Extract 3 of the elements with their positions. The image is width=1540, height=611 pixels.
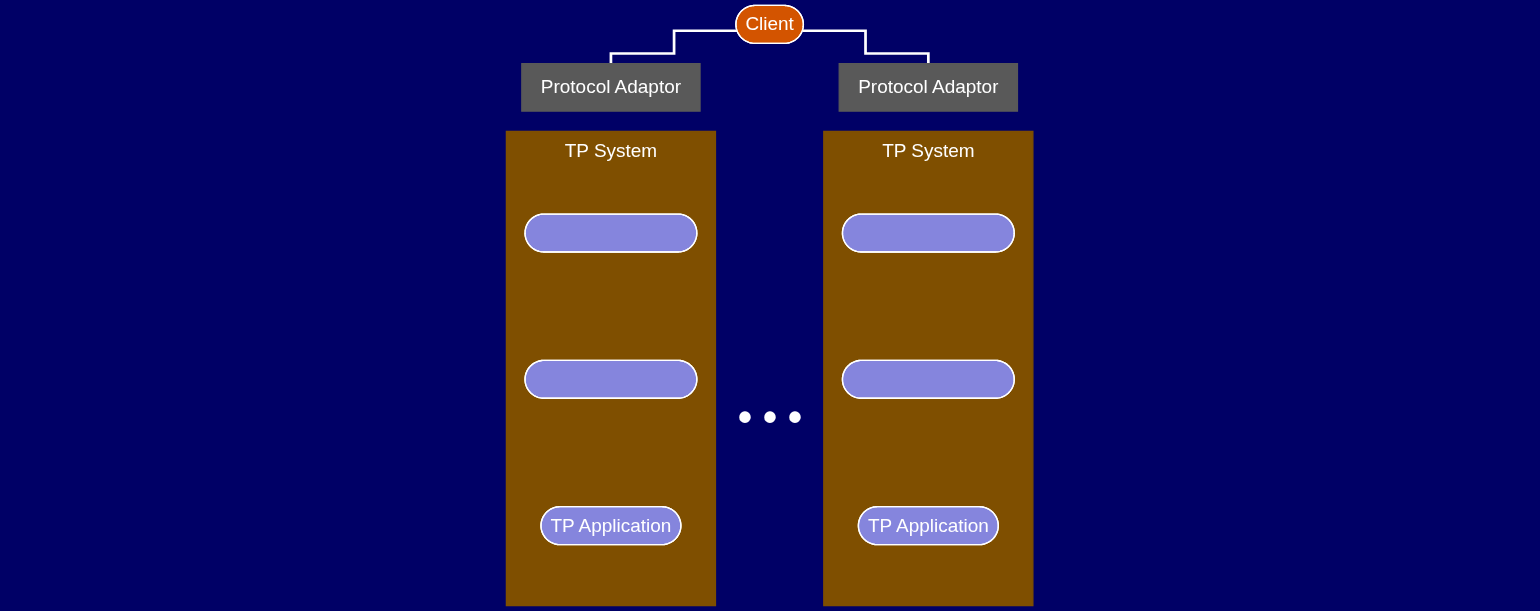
node-box: Protocol Adaptor — [521, 63, 702, 112]
ellipsis-dots: • • • — [737, 395, 803, 440]
node-box: Protocol Adaptor — [838, 63, 1019, 112]
